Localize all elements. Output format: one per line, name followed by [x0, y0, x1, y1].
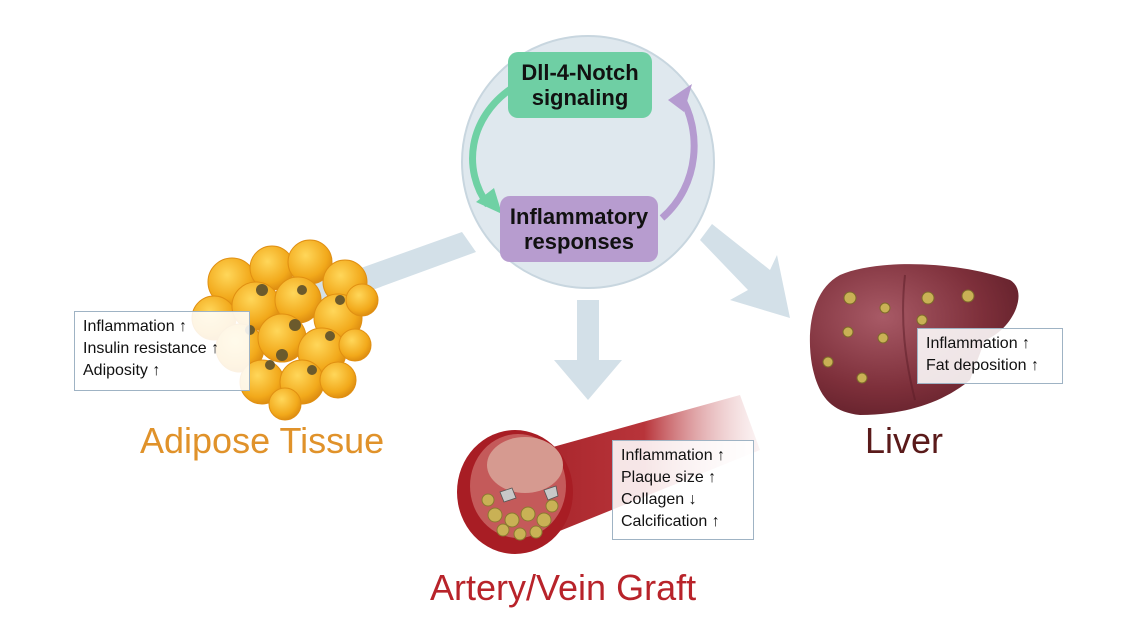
artery-effect-item: Calcification ↑: [621, 513, 720, 530]
inflammatory-line-2: responses: [523, 229, 635, 254]
liver-effects-box: Inflammation ↑ Fat deposition ↑: [917, 328, 1063, 384]
cycle-arrowhead-purple: [668, 84, 692, 112]
adipose-effect-item: Inflammation ↑: [83, 318, 188, 335]
dll4-notch-line-1: Dll-4-Notch: [521, 59, 639, 85]
liver-label: Liver: [865, 420, 944, 461]
adipose-effects-box: Inflammation ↑ Insulin resistance ↑ Adip…: [74, 311, 250, 391]
inflammatory-line-1: Inflammatory: [509, 203, 649, 229]
dll4-notch-line-2: signaling: [531, 85, 629, 110]
adipose-tissue-label: Adipose Tissue: [140, 420, 385, 461]
artery-effect-item: Collagen ↓: [621, 491, 697, 508]
arrow-to-liver: [700, 224, 790, 318]
artery-effect-item: Inflammation ↑: [621, 447, 726, 464]
artery-effects-box: Inflammation ↑ Plaque size ↑ Collagen ↓ …: [612, 440, 754, 540]
inflammatory-responses-node: Inflammatory responses: [500, 196, 658, 262]
liver-effect-item: Fat deposition ↑: [926, 357, 1039, 374]
cycle-arrow-purple: [659, 93, 698, 221]
adipose-effect-item: Insulin resistance ↑: [83, 340, 220, 357]
artery-vein-graft-label: Artery/Vein Graft: [430, 567, 697, 608]
adipose-effect-item: Adiposity ↑: [83, 362, 161, 379]
cycle-arrow-green: [469, 85, 515, 208]
artery-effect-item: Plaque size ↑: [621, 469, 717, 486]
adipose-tissue-illustration: [191, 239, 379, 421]
arrow-to-artery: [554, 300, 622, 400]
cycle-arrowhead-green: [476, 188, 502, 214]
liver-effect-item: Inflammation ↑: [926, 335, 1031, 352]
dll4-notch-node: Dll-4-Notch signaling: [508, 52, 652, 118]
